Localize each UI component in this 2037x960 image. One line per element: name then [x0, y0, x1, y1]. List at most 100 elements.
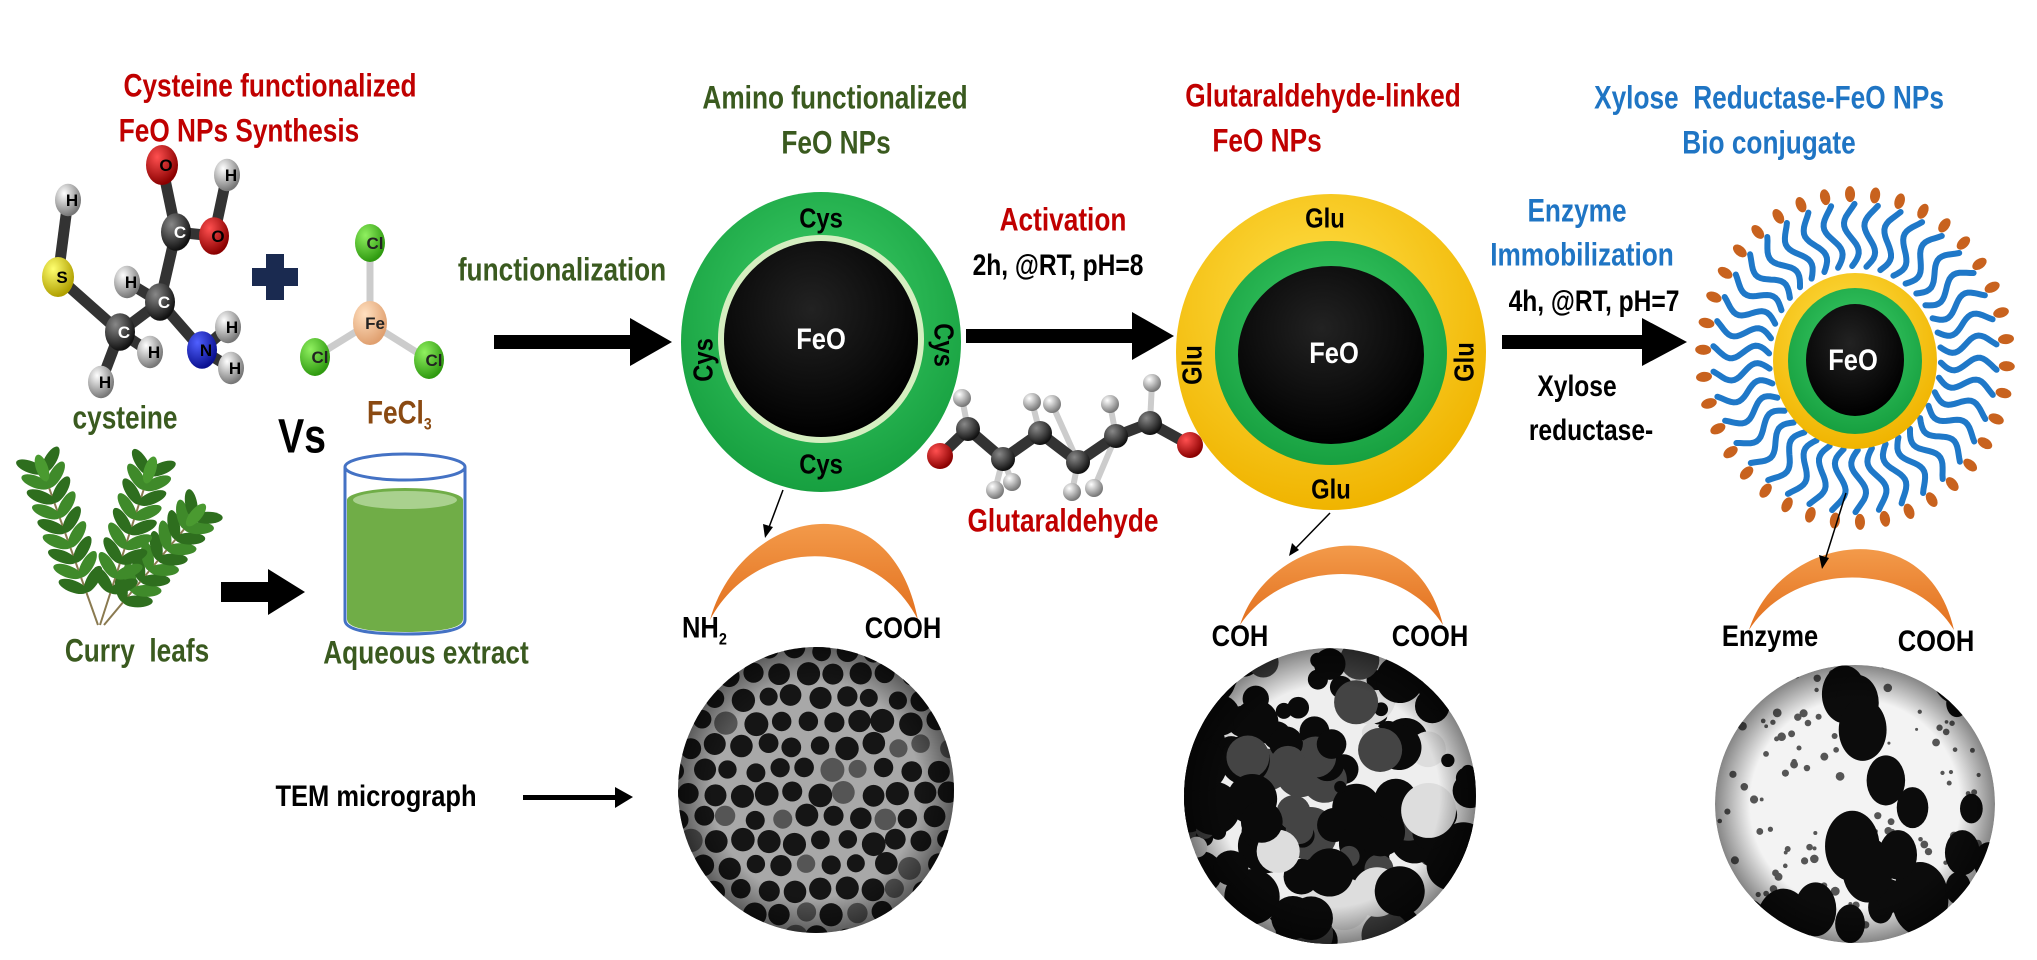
tem-particle: [731, 647, 754, 662]
arrow-right-icon: [966, 312, 1174, 360]
end-group-left: Enzyme: [1722, 619, 1818, 652]
functionalization-label: functionalization: [458, 253, 666, 288]
enzyme-strand: [1710, 342, 1773, 362]
tem-speckle: [1988, 936, 1995, 943]
enzyme-dot: [1732, 244, 1747, 258]
tem-particle: [924, 663, 944, 683]
tem-particle: [861, 924, 885, 933]
atom-o: [927, 443, 953, 469]
tem-particle: [678, 712, 685, 735]
leaf: [138, 490, 167, 506]
enzyme-dot: [1772, 209, 1785, 224]
enzyme-dot: [1829, 512, 1840, 529]
leaf: [58, 578, 88, 595]
title-line: Bio conjugate: [1682, 126, 1855, 161]
enzyme-strand: [1937, 332, 2000, 356]
enzyme-strand: [1747, 251, 1793, 301]
leaf: [122, 595, 153, 608]
enzyme-strand: [1829, 446, 1849, 514]
enzyme-dot: [1698, 317, 1715, 329]
enzyme-strand: [1722, 393, 1781, 427]
core-label: FeO: [1309, 336, 1359, 369]
leaf: [122, 478, 142, 505]
enzyme-dot: [1903, 503, 1915, 519]
arrow-head-icon: [1819, 555, 1829, 569]
pointer-arrow: [767, 489, 784, 531]
tem-particle: [941, 882, 954, 902]
tem-particle: [1184, 697, 1204, 730]
tem-speckle: [1815, 665, 1822, 669]
enzyme-dot: [1723, 445, 1738, 459]
aqueous-extract-label: Aqueous extract: [323, 636, 529, 671]
leaf: [103, 537, 123, 564]
leaf: [123, 534, 153, 551]
tem-particle: [1184, 856, 1196, 877]
enzyme-dot: [1751, 225, 1765, 239]
tem-speckle: [1989, 750, 1995, 758]
leaf: [98, 551, 118, 579]
atom-label: H: [125, 273, 137, 292]
enzyme-strand: [1934, 310, 1996, 339]
leaf: [114, 563, 143, 580]
enzyme-dot: [1977, 437, 1993, 450]
tem-speckle: [1981, 690, 1989, 698]
activation-label: Activation: [1000, 203, 1127, 238]
enzyme-strand: [1781, 220, 1816, 282]
enzyme-dot: [1695, 344, 1712, 355]
tem-particle: [1184, 886, 1205, 910]
tem-particle: [897, 904, 918, 926]
atom-label: H: [225, 166, 237, 185]
atom-h: [953, 389, 971, 407]
tem-speckle: [1959, 702, 1967, 709]
title-cysteine-synthesis: Cysteine functionalized FeO NPs Synthesi…: [119, 69, 417, 149]
tem-speckle: [1739, 911, 1745, 918]
leaf: [112, 507, 132, 535]
atom-c: [991, 447, 1015, 471]
atom-label: H: [226, 318, 238, 337]
tem-speckle: [1749, 906, 1759, 915]
leaf: [175, 532, 206, 545]
atom-h: [1023, 393, 1041, 411]
enzyme-strand: [1732, 271, 1785, 314]
tem-particle: [1446, 899, 1476, 934]
fecl3-text: FeCl: [367, 396, 424, 431]
tem-speckle: [1880, 665, 1886, 669]
enzyme-dot: [1998, 361, 2015, 372]
tem-speckle: [1986, 911, 1993, 918]
tem-speckle: [1765, 932, 1771, 939]
atom-h: [1085, 479, 1103, 497]
atom-h: [1101, 395, 1119, 413]
tem-speckle: [1722, 693, 1727, 698]
tem-speckle: [1990, 679, 1995, 689]
leaf: [78, 550, 97, 578]
leaf: [47, 548, 77, 565]
enzyme-strand: [1848, 447, 1870, 516]
title-line: FeO NPs Synthesis: [119, 114, 360, 149]
tem-shading: [678, 647, 954, 933]
fecl3-label: FeCl3: [367, 396, 432, 434]
tem-speckle: [1913, 936, 1920, 942]
tem-particle: [941, 647, 954, 662]
atom-h: [1143, 374, 1161, 392]
title-line: Cysteine functionalized: [124, 69, 417, 104]
tem-speckle: [1991, 725, 1995, 729]
core-label: FeO: [796, 322, 846, 355]
tem-particle: [678, 902, 687, 924]
leaf: [109, 578, 138, 595]
atom-label: C: [118, 323, 130, 342]
leaf: [34, 454, 50, 482]
tem-speckle: [1718, 902, 1725, 909]
atom-c: [1138, 411, 1162, 435]
curry-leaves-image: [16, 446, 223, 626]
tem-speckle: [1998, 941, 2002, 945]
tem-particle: [1184, 870, 1213, 917]
tem-particle: [1463, 714, 1476, 734]
shell-label: Glu: [1448, 342, 1480, 382]
leaf: [117, 493, 137, 520]
atom-cl: [414, 341, 444, 379]
atom-label: N: [200, 341, 212, 360]
atom-c: [1066, 450, 1090, 474]
enzyme-dot: [1956, 236, 1971, 250]
enzyme-dot: [1938, 218, 1951, 233]
